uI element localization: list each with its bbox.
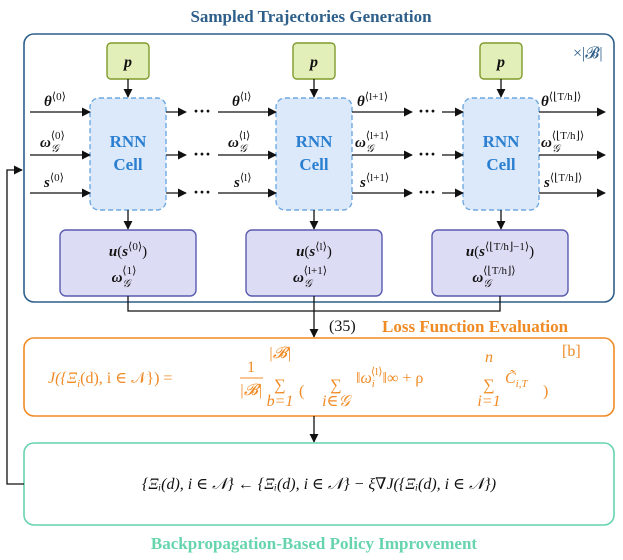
title-sampled-trajectories: Sampled Trajectories Generation	[190, 7, 432, 26]
svg-text:Cell: Cell	[113, 155, 143, 174]
svg-text:u(s⟨0⟩): u(s⟨0⟩)	[109, 241, 147, 260]
svg-text:θ⟨l⟩: θ⟨l⟩	[232, 91, 251, 110]
loss-equation: J({Ξi(d), i ∈ 𝒩}) = 1 |𝓑| |𝓑| ∑ b=1 ( ∑ …	[48, 343, 581, 410]
policy-param-box-2: p	[292, 42, 336, 80]
loss-function-box	[23, 337, 615, 417]
svg-text:RNN: RNN	[296, 132, 334, 151]
svg-text:θ⟨l+1⟩: θ⟨l+1⟩	[357, 91, 388, 110]
title-backprop-policy-improvement: Backpropagation-Based Policy Improvement	[151, 534, 477, 553]
svg-text:···: ···	[193, 144, 211, 164]
ellipsis-group-1: ··· ··· ···	[193, 101, 211, 202]
svg-text:|𝓑|: |𝓑|	[240, 382, 263, 399]
svg-text:i∈𝒢: i∈𝒢	[322, 393, 352, 410]
svg-text:RNN: RNN	[110, 132, 148, 151]
svg-text:···: ···	[418, 101, 436, 121]
svg-text:(: (	[299, 383, 304, 400]
svg-text:‖ωi⟨l⟩‖∞ + ρ: ‖ωi⟨l⟩‖∞ + ρ	[356, 366, 423, 390]
output-box-3: u(s⟨⌊T/h⌋−1⟩) ω𝒢⟨⌊T/h⌋⟩	[431, 229, 569, 297]
svg-text:ω𝒢⟨⌊T/h⌋⟩: ω𝒢⟨⌊T/h⌋⟩	[472, 265, 515, 290]
svg-text:s⟨l⟩: s⟨l⟩	[233, 172, 251, 191]
svg-text:···: ···	[418, 144, 436, 164]
svg-text:Cell: Cell	[299, 155, 329, 174]
trajectory-generation-box	[23, 33, 615, 303]
svg-text:|𝓑|: |𝓑|	[269, 345, 292, 362]
svg-text:∑: ∑	[483, 377, 494, 394]
policy-param-label: p	[495, 54, 505, 71]
svg-text:): )	[543, 383, 548, 400]
svg-text:C̃i,T: C̃i,T	[505, 369, 528, 390]
svg-text:[b]: [b]	[562, 343, 581, 360]
svg-text:ω𝒢⟨l+1⟩: ω𝒢⟨l+1⟩	[293, 265, 327, 290]
policy-param-label: p	[308, 54, 318, 71]
svg-text:ω𝒢⟨0⟩: ω𝒢⟨0⟩	[40, 130, 65, 155]
rnn-cell-2: RNN Cell	[275, 97, 353, 211]
ellipsis-group-2: ··· ··· ···	[418, 101, 436, 202]
cell3-output-labels: θ⟨⌊T/h⌋⟩ ω𝒢⟨⌊T/h⌋⟩ s⟨⌊T/h⌋⟩	[541, 91, 584, 191]
svg-text:s⟨l+1⟩: s⟨l+1⟩	[359, 172, 389, 191]
output-box-2: u(s⟨l⟩) ω𝒢⟨l+1⟩	[245, 229, 383, 297]
cell2-output-labels: θ⟨l+1⟩ ω𝒢⟨l+1⟩ s⟨l+1⟩	[355, 91, 389, 191]
batch-multiplier-label: ×|𝓑|	[573, 45, 603, 62]
svg-text:u(s⟨⌊T/h⌋−1⟩): u(s⟨⌊T/h⌋−1⟩)	[466, 241, 534, 260]
svg-text:···: ···	[193, 182, 211, 202]
update-equation: {Ξᵢ(d), i ∈ 𝒩} ← {Ξᵢ(d), i ∈ 𝒩} − ξ∇J({Ξ…	[142, 476, 496, 493]
cell2-input-labels: θ⟨l⟩ ω𝒢⟨l⟩ s⟨l⟩	[228, 91, 251, 191]
title-loss-function: Loss Function Evaluation	[382, 317, 569, 336]
rnn-cell-3: RNN Cell	[462, 97, 540, 211]
svg-text:ω𝒢⟨1⟩: ω𝒢⟨1⟩	[112, 265, 137, 290]
svg-text:b=1: b=1	[267, 393, 294, 410]
svg-text:···: ···	[193, 101, 211, 121]
output-box-1: u(s⟨0⟩) ω𝒢⟨1⟩	[59, 229, 197, 297]
svg-text:θ⟨⌊T/h⌋⟩: θ⟨⌊T/h⌋⟩	[541, 91, 581, 110]
svg-text:s⟨⌊T/h⌋⟩: s⟨⌊T/h⌋⟩	[543, 172, 582, 191]
cell1-input-labels: θ⟨0⟩ ω𝒢⟨0⟩ s⟨0⟩	[40, 91, 66, 191]
svg-text:θ⟨0⟩: θ⟨0⟩	[44, 91, 66, 110]
policy-param-label: p	[122, 54, 132, 71]
svg-text:s⟨0⟩: s⟨0⟩	[43, 172, 64, 191]
policy-param-box-1: p	[106, 42, 150, 80]
svg-text:ω𝒢⟨l⟩: ω𝒢⟨l⟩	[228, 130, 250, 155]
svg-text:u(s⟨l⟩): u(s⟨l⟩)	[296, 241, 332, 260]
svg-text:J({Ξi(d), i ∈ 𝒩}) =: J({Ξi(d), i ∈ 𝒩}) =	[48, 370, 172, 390]
svg-text:i=1: i=1	[477, 393, 500, 410]
equation-reference: (35)	[329, 318, 356, 335]
svg-text:n: n	[485, 349, 493, 366]
svg-text:∑: ∑	[274, 377, 285, 394]
rnn-cell-1: RNN Cell	[89, 97, 167, 211]
svg-text:···: ···	[418, 182, 436, 202]
svg-text:∑: ∑	[330, 377, 341, 394]
feedback-loop-arrow	[6, 165, 24, 485]
policy-param-box-3: p	[479, 42, 523, 80]
svg-text:Cell: Cell	[486, 155, 516, 174]
svg-text:ω𝒢⟨l+1⟩: ω𝒢⟨l+1⟩	[355, 130, 389, 155]
svg-text:ω𝒢⟨⌊T/h⌋⟩: ω𝒢⟨⌊T/h⌋⟩	[541, 130, 584, 155]
svg-text:1: 1	[247, 359, 255, 376]
svg-text:RNN: RNN	[483, 132, 521, 151]
